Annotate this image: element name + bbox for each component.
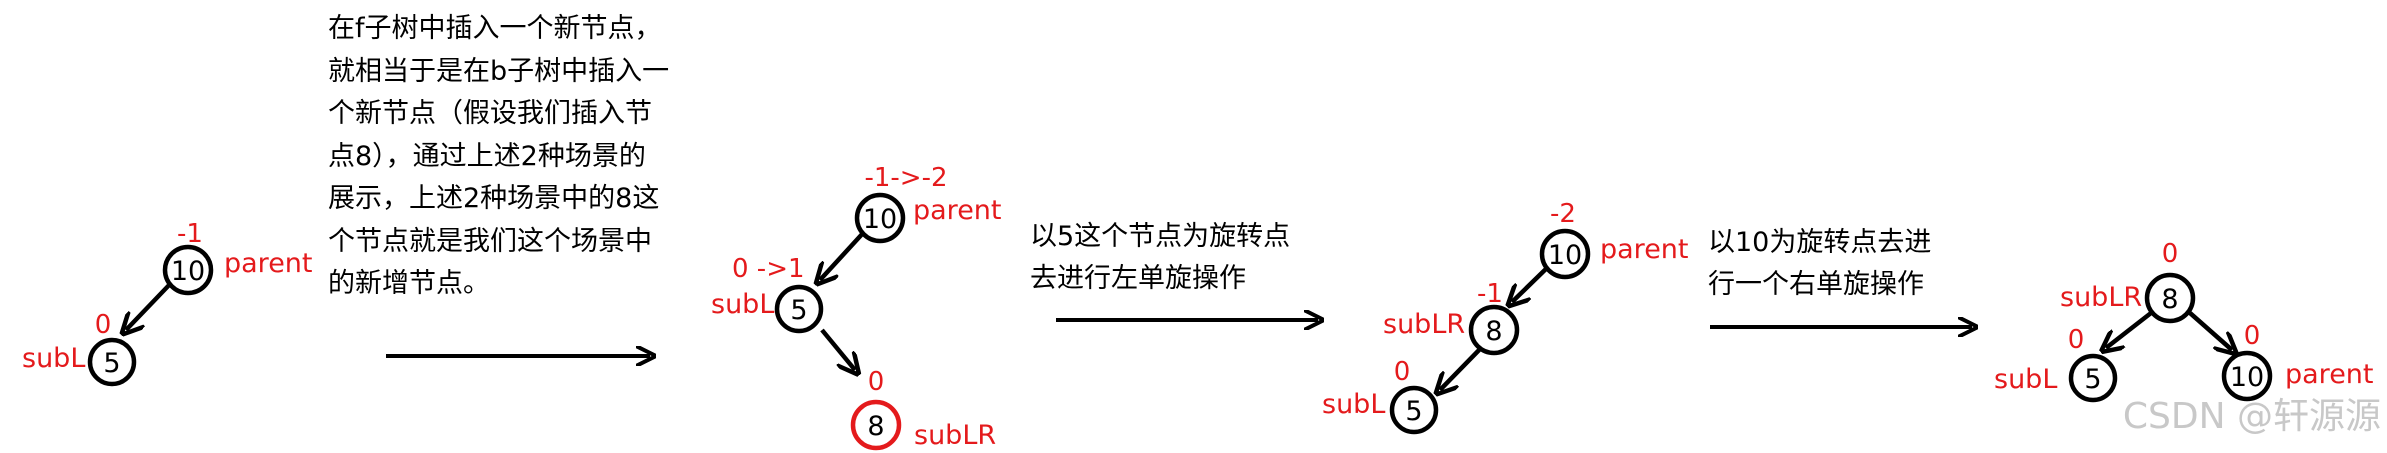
node-5: 5	[774, 284, 824, 334]
node-8: 8	[1468, 304, 1520, 356]
node-label: subLR	[914, 420, 996, 451]
edge-10-to-5	[126, 280, 174, 330]
balance-factor: 0	[1394, 357, 1411, 387]
explanation-line: 个节点就是我们这个场景中	[328, 225, 652, 257]
node-10: 10	[1539, 228, 1591, 280]
explanation-line: 在f子树中插入一个新节点，	[328, 13, 662, 44]
node-10: 10	[2221, 350, 2273, 402]
edge-10-to-8	[1512, 263, 1552, 302]
explanation-line: 个新节点（假设我们插入节	[328, 98, 652, 129]
node-label: subL	[1994, 364, 2057, 395]
right-rotation-note: 以10为旋转点去进 行一个右单旋操作	[1708, 222, 1931, 306]
balance-factor: 0	[868, 367, 885, 397]
explanation-line: 展示，上述2种场景中的8这	[328, 183, 660, 214]
tree-3: 10 -2 parent 8 -1 subLR 5 0 subL	[1322, 199, 1689, 435]
explanation-line: 的新增节点。	[328, 268, 490, 299]
node-key: 8	[1485, 316, 1502, 347]
node-label: parent	[913, 195, 1002, 226]
edge-8-to-5	[1440, 345, 1484, 390]
tree-2: 10 -1->-2 parent 5 0 ->1 subL 8 0 subLR	[711, 163, 1002, 451]
balance-factor: 0	[2162, 239, 2179, 269]
edge-10-to-5	[820, 230, 866, 280]
node-key: 10	[1548, 240, 1582, 271]
balance-factor: -2	[1550, 199, 1576, 229]
edge-8-to-10	[2188, 311, 2232, 350]
balance-factor: -1	[1477, 279, 1503, 309]
balance-factor: 0	[2068, 325, 2085, 355]
node-label: subL	[1322, 389, 1385, 420]
node-label: subL	[711, 289, 774, 320]
node-key: 5	[103, 348, 120, 379]
node-label: parent	[2285, 359, 2374, 390]
node-label: subLR	[2060, 282, 2142, 313]
balance-factor: -1->-2	[864, 163, 947, 193]
edge-5-to-8	[820, 328, 855, 370]
node-key: 8	[867, 411, 884, 442]
node-key: 8	[2161, 284, 2178, 315]
watermark: CSDN @轩源源	[2122, 396, 2381, 437]
note-line: 以10为旋转点去进	[1708, 227, 1932, 258]
node-10: 10	[854, 192, 906, 244]
node-8: 8	[2144, 272, 2196, 324]
tree-4: 8 0 subLR 5 0 subL 10 0 parent	[1994, 239, 2374, 403]
node-label: subLR	[1383, 309, 1465, 340]
node-key: 5	[2084, 364, 2101, 395]
node-key: 10	[171, 256, 205, 287]
explanation-line: 就相当于是在b子树中插入一	[328, 55, 670, 87]
node-5: 5	[87, 337, 137, 387]
balance-factor: 0	[95, 310, 112, 340]
tree-1: 10 -1 parent 5 0 subL	[22, 219, 313, 387]
edge-8-to-5	[2106, 311, 2153, 348]
node-key: 10	[863, 204, 897, 235]
node-key: 10	[2230, 362, 2264, 393]
node-label: parent	[1600, 234, 1689, 265]
node-label: parent	[224, 248, 313, 279]
node-key: 5	[790, 295, 807, 326]
explanation-text: 在f子树中插入一个新节点， 就相当于是在b子树中插入一 个新节点（假设我们插入节…	[328, 8, 708, 306]
explanation-line: 点8），通过上述2种场景的	[328, 140, 646, 172]
node-5: 5	[1389, 385, 1439, 435]
note-line: 去进行左单旋操作	[1030, 263, 1246, 294]
balance-factor: -1	[177, 219, 203, 249]
node-5: 5	[2068, 353, 2118, 403]
node-8: 8	[850, 399, 902, 451]
balance-factor: 0 ->1	[732, 254, 805, 284]
note-line: 行一个右单旋操作	[1708, 269, 1924, 300]
balance-factor: 0	[2244, 321, 2261, 351]
node-10: 10	[162, 244, 214, 296]
note-line: 以5这个节点为旋转点	[1030, 221, 1291, 252]
node-label: subL	[22, 343, 85, 374]
node-key: 5	[1405, 396, 1422, 427]
left-rotation-note: 以5这个节点为旋转点 去进行左单旋操作	[1030, 216, 1290, 300]
